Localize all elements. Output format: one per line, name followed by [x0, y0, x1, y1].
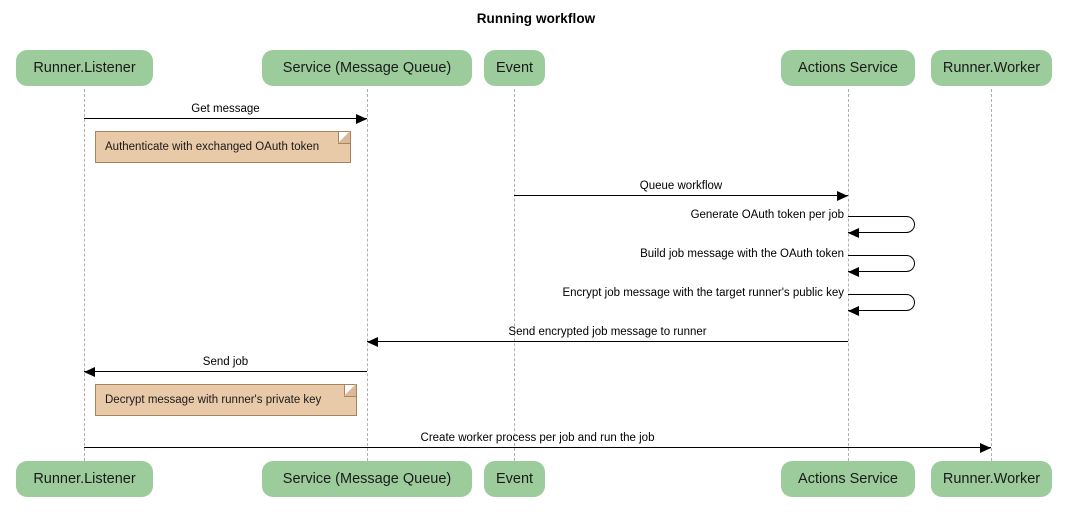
- participant-label: Runner.Listener: [33, 60, 136, 76]
- message-arrowhead-create-worker-process: [980, 442, 991, 453]
- message-arrowhead-build-job-message: [848, 267, 859, 277]
- participant-actions-service-top[interactable]: Actions Service: [781, 50, 915, 86]
- message-selfloop-generate-oauth-token: [848, 216, 915, 233]
- note-label: Decrypt message with runner's private ke…: [105, 394, 322, 406]
- participant-service-message-queue-bottom[interactable]: Service (Message Queue): [262, 461, 472, 497]
- participant-label: Runner.Listener: [33, 471, 136, 487]
- message-label-get-message: Get message: [191, 103, 260, 115]
- message-selfloop-build-job-message: [848, 255, 915, 272]
- message-arrowhead-generate-oauth-token: [848, 228, 859, 238]
- message-label-generate-oauth-token: Generate OAuth token per job: [690, 209, 844, 221]
- note-fold-corner-icon: [338, 131, 350, 144]
- participant-label: Actions Service: [798, 60, 898, 76]
- lifeline-runner-worker: [991, 89, 992, 461]
- note-decrypt: Decrypt message with runner's private ke…: [95, 384, 357, 416]
- message-label-queue-workflow: Queue workflow: [639, 180, 723, 192]
- participant-runner-listener-top[interactable]: Runner.Listener: [16, 50, 153, 86]
- participant-label: Actions Service: [798, 471, 898, 487]
- message-label-build-job-message: Build job message with the OAuth token: [640, 248, 844, 260]
- note-fold-corner-icon: [344, 384, 356, 397]
- message-line-get-message: [84, 118, 367, 119]
- lifeline-event: [514, 89, 515, 461]
- participant-runner-listener-bottom[interactable]: Runner.Listener: [16, 461, 153, 497]
- message-arrowhead-encrypt-job-message: [848, 306, 859, 316]
- participant-event-bottom[interactable]: Event: [484, 461, 545, 497]
- message-selfloop-encrypt-job-message: [848, 294, 915, 311]
- note-authenticate: Authenticate with exchanged OAuth token: [95, 131, 351, 163]
- message-line-send-encrypted-job-message: [367, 341, 848, 342]
- lifeline-runner-listener: [84, 89, 85, 461]
- diagram-title: Running workflow: [476, 11, 596, 26]
- participant-label: Runner.Worker: [942, 60, 1041, 76]
- message-label-send-encrypted-job-message: Send encrypted job message to runner: [508, 326, 707, 338]
- participant-service-message-queue-top[interactable]: Service (Message Queue): [262, 50, 472, 86]
- message-line-queue-workflow: [514, 195, 848, 196]
- message-label-create-worker-process: Create worker process per job and run th…: [420, 432, 655, 444]
- participant-label: Event: [495, 60, 534, 76]
- lifeline-service-message-queue: [367, 89, 368, 461]
- message-line-send-job: [84, 371, 367, 372]
- message-arrowhead-send-job: [84, 366, 95, 377]
- message-line-create-worker-process: [84, 447, 991, 448]
- note-label: Authenticate with exchanged OAuth token: [105, 141, 320, 153]
- participant-runner-worker-top[interactable]: Runner.Worker: [931, 50, 1052, 86]
- message-label-encrypt-job-message: Encrypt job message with the target runn…: [562, 287, 844, 299]
- message-arrowhead-send-encrypted-job-message: [367, 336, 378, 347]
- message-arrowhead-queue-workflow: [837, 190, 848, 201]
- participant-event-top[interactable]: Event: [484, 50, 545, 86]
- participant-label: Runner.Worker: [942, 471, 1041, 487]
- participant-actions-service-bottom[interactable]: Actions Service: [781, 461, 915, 497]
- participant-label: Event: [495, 471, 534, 487]
- participant-label: Service (Message Queue): [282, 471, 452, 487]
- message-label-send-job: Send job: [202, 356, 249, 368]
- participant-label: Service (Message Queue): [282, 60, 452, 76]
- participant-runner-worker-bottom[interactable]: Runner.Worker: [931, 461, 1052, 497]
- message-arrowhead-get-message: [356, 113, 367, 124]
